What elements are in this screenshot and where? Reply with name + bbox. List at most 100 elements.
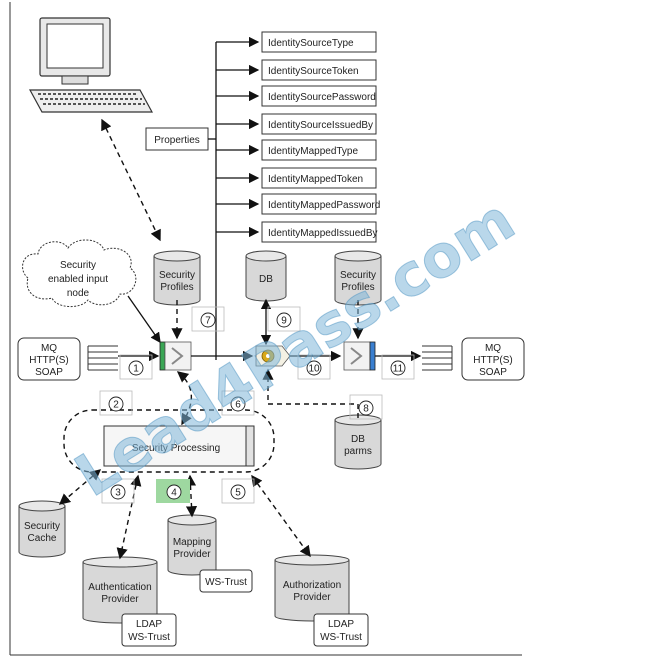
step-number: 7: [205, 316, 211, 327]
property-box: [261, 221, 377, 243]
computer-to-profiles-arrow: [101, 118, 161, 242]
security-profiles-right-cylinder-line2: Profiles: [341, 282, 374, 293]
step-markers: 1 2 3 4 5 6 7 8 9 10 11: [99, 306, 415, 504]
security-profiles-left-cylinder-line1: Security: [159, 270, 195, 281]
step-marker-2: 2: [99, 390, 133, 416]
ldap-authz-line1: LDAP: [328, 619, 354, 630]
output-queue-icon: [422, 345, 453, 371]
security-cache-cylinder-line2: Cache: [28, 533, 57, 544]
mq-left-line1: MQ: [41, 343, 57, 354]
step-marker-7: 7: [191, 306, 225, 332]
property-item-label: IdentityMappedPassword: [268, 200, 380, 211]
mq-left-box: MQ HTTP(S) SOAP: [17, 337, 81, 381]
step-number: 8: [363, 404, 369, 415]
ldap-auth-line1: LDAP: [136, 619, 162, 630]
mq-right-line3: SOAP: [479, 367, 507, 378]
property-box: [261, 59, 377, 81]
security-profiles-left-cylinder-line2: Profiles: [160, 282, 193, 293]
sp-to-mapping-arrow: [184, 474, 198, 518]
input-node-icon: [159, 341, 192, 371]
step-number: 6: [235, 400, 241, 411]
property-item-label: IdentitySourceIssuedBy: [268, 120, 373, 131]
input-to-security-processing-arrow: [176, 371, 193, 426]
properties-items: IdentitySourceTypeIdentitySourceTokenIde…: [216, 31, 380, 243]
mq-left-line3: SOAP: [35, 367, 63, 378]
property-box: [261, 139, 377, 161]
security-processing-boundary: [63, 409, 275, 473]
step-marker-5: 5: [221, 478, 255, 504]
mq-left-line2: HTTP(S): [29, 355, 68, 366]
db-parms-cylinder-line2: parms: [344, 446, 372, 457]
security-processing-box: Security Processing: [103, 425, 255, 467]
step-marker-11: 11: [381, 354, 415, 380]
step-marker-4: 4: [156, 479, 190, 503]
step-marker-1: 1: [119, 354, 153, 380]
dbparms-to-compute-arrow: [262, 368, 359, 418]
step-marker-6: 6: [221, 390, 255, 416]
security-profiles-right-cylinder-line1: Security: [340, 270, 376, 281]
mapping-provider-cylinder-line1: Mapping: [173, 537, 211, 548]
cloud-line3: node: [67, 288, 90, 299]
input-queue-icon: [87, 345, 118, 371]
step-marker-3: 3: [101, 478, 135, 504]
step-number: 3: [115, 488, 121, 499]
ws-trust-mapping-box: WS-Trust: [199, 569, 253, 593]
compute-node-icon: [255, 345, 291, 367]
ws-trust-label: WS-Trust: [205, 577, 247, 588]
authorization-provider-cylinder-line2: Provider: [293, 592, 331, 603]
property-box: [261, 31, 377, 53]
mq-right-line2: HTTP(S): [473, 355, 512, 366]
cloud-to-input-node-arrow: [127, 295, 161, 344]
ldap-authentication-box: LDAP WS-Trust: [121, 613, 177, 647]
step-number: 1: [133, 364, 139, 375]
sp-to-authentication-arrow: [116, 474, 142, 560]
authorization-provider-cylinder-line1: Authorization: [283, 580, 341, 591]
property-box: [261, 113, 377, 135]
step-marker-10: 10: [297, 354, 331, 380]
step-marker-9: 9: [267, 306, 301, 332]
step-number: 9: [281, 316, 287, 327]
db-parms-cylinder-line1: DB: [351, 434, 365, 445]
mq-right-box: MQ HTTP(S) SOAP: [461, 337, 525, 381]
step-number: 2: [113, 400, 119, 411]
property-item-label: IdentityMappedToken: [268, 174, 363, 185]
db-cylinder-line1: DB: [259, 274, 273, 285]
property-item-label: IdentitySourcePassword: [268, 92, 376, 103]
step-number: 5: [235, 488, 241, 499]
property-item-label: IdentityMappedIssuedBy: [268, 228, 378, 239]
output-node-icon: [343, 341, 376, 371]
sp-to-authorization-arrow: [251, 474, 311, 558]
mq-right-line1: MQ: [485, 343, 501, 354]
computer-icon: [28, 17, 154, 113]
db-cylinder: DB: [245, 250, 287, 302]
step-number: 10: [308, 364, 320, 375]
property-item-label: IdentityMappedType: [268, 146, 358, 157]
security-processing-label: Security Processing: [132, 443, 220, 454]
step-number: 4: [171, 488, 177, 499]
step-marker-8: 8: [349, 394, 383, 420]
property-box: [261, 167, 377, 189]
property-item-label: IdentitySourceType: [268, 38, 354, 49]
ldap-authz-line2: WS-Trust: [320, 632, 362, 643]
step-number: 11: [393, 364, 404, 375]
authentication-provider-cylinder-line1: Authentication: [88, 582, 151, 593]
security-cache-cylinder-line1: Security: [24, 521, 60, 532]
cloud-line2: enabled input: [48, 274, 108, 285]
ldap-auth-line2: WS-Trust: [128, 632, 170, 643]
ldap-authorization-box: LDAP WS-Trust: [313, 613, 369, 647]
property-item-label: IdentitySourceToken: [268, 66, 359, 77]
property-box: [261, 85, 377, 107]
mapping-provider-cylinder-line2: Provider: [173, 549, 211, 560]
authentication-provider-cylinder-line2: Provider: [101, 594, 139, 605]
property-box: [261, 193, 377, 215]
cloud-line1: Security: [60, 260, 96, 271]
